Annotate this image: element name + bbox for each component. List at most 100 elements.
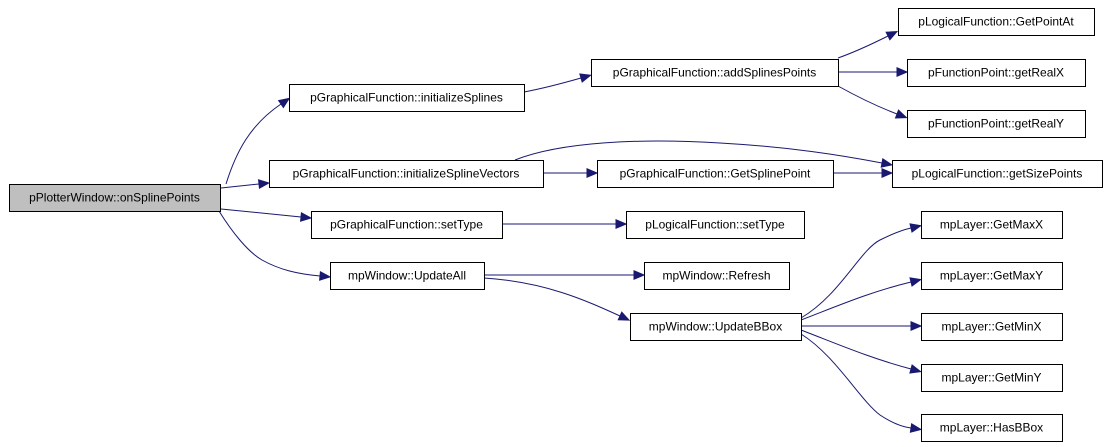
node-getMaxY[interactable]: mpLayer::GetMaxY [921,262,1063,290]
edge-onSplinePoints-to-updateAll [218,210,332,281]
node-box [907,110,1086,138]
edge-line [800,333,912,429]
edge-getSplinePoint-to-getSizePoints [833,168,894,178]
node-hasBBox[interactable]: mpLayer::HasBBox [921,414,1063,442]
node-box [311,211,503,239]
arrowhead-icon [909,277,922,287]
edge-addSplinesPoints-to-getRealY [837,85,908,119]
arrowhead-icon [885,30,899,41]
node-getRealY[interactable]: pFunctionPoint::getRealY [907,110,1086,138]
edge-onSplinePoints-to-initializeSplines [225,97,291,185]
node-box [644,262,790,290]
arrowhead-icon [617,311,631,321]
arrowhead-icon [909,423,923,433]
edge-line [837,85,898,115]
node-setTypeG[interactable]: pGraphicalFunction::setType [311,211,503,239]
node-box [626,211,805,239]
node-box [921,414,1063,442]
edge-line [218,210,321,277]
node-box [9,184,221,212]
arrowhead-icon [894,109,908,119]
edge-line [483,277,621,317]
node-getSizePoints[interactable]: pLogicalFunction::getSizePoints [892,160,1103,188]
node-label: pPlotterWindow::onSplinePoints [29,191,200,205]
node-label: pGraphicalFunction::addSplinesPoints [613,66,816,80]
node-label: mpLayer::GetMinY [941,371,1041,385]
node-box [591,59,839,87]
arrowhead-icon [910,321,923,331]
node-box [289,84,525,112]
node-box [269,160,544,188]
edge-updateBBox-to-getMinX [801,321,923,331]
node-box [921,262,1063,290]
node-getRealX[interactable]: pFunctionPoint::getRealX [907,59,1086,87]
arrowhead-icon [579,73,592,83]
arrowhead-icon [300,212,313,222]
node-label: pFunctionPoint::getRealY [928,117,1064,131]
arrowhead-icon [277,97,291,109]
node-label: mpLayer::GetMaxX [940,218,1043,232]
edge-line [800,227,912,319]
edge-updateAll-to-refresh [484,270,646,280]
node-label: pGraphicalFunction::GetSplinePoint [620,167,811,181]
edge-line [514,140,883,164]
node-label: mpLayer::GetMinX [941,320,1041,334]
edge-onSplinePoints-to-initializeSplineVectors [220,179,271,189]
node-initializeSplineVectors[interactable]: pGraphicalFunction::initializeSplineVect… [269,160,544,188]
arrowhead-icon [319,271,332,281]
edge-line [800,281,912,321]
node-getPointAt[interactable]: pLogicalFunction::GetPointAt [898,8,1095,36]
edges-layer [218,30,923,433]
nodes-layer: pPlotterWindow::onSplinePointspGraphical… [9,8,1103,442]
edge-line [220,208,302,218]
node-initializeSplines[interactable]: pGraphicalFunction::initializeSplines [289,84,525,112]
node-box [921,364,1063,392]
node-box [921,313,1063,341]
arrowhead-icon [909,364,922,374]
edge-initializeSplines-to-addSplinesPoints [523,73,592,93]
node-box [330,262,485,290]
edge-updateBBox-to-getMinY [800,329,922,374]
arrowhead-icon [896,67,909,77]
node-label: pFunctionPoint::getRealX [928,66,1064,80]
edge-line [837,35,889,59]
edge-line [523,77,582,93]
edge-updateBBox-to-hasBBox [800,333,923,433]
node-label: pGraphicalFunction::initializeSplines [310,91,503,105]
node-updateAll[interactable]: mpWindow::UpdateAll [330,262,485,290]
arrowhead-icon [586,168,599,178]
edge-initializeSplineVectors-to-getSizePoints [514,140,894,168]
node-label: pGraphicalFunction::initializeSplineVect… [293,167,520,181]
node-getMaxX[interactable]: mpLayer::GetMaxX [921,211,1063,239]
edge-updateBBox-to-getMaxX [800,223,922,319]
node-label: mpWindow::UpdateBBox [649,320,782,334]
edge-line [225,103,282,185]
arrowhead-icon [257,179,271,189]
node-label: pLogicalFunction::GetPointAt [918,15,1074,29]
node-addSplinesPoints[interactable]: pGraphicalFunction::addSplinesPoints [591,59,839,87]
node-setTypeL[interactable]: pLogicalFunction::setType [626,211,805,239]
node-label: pLogicalFunction::setType [645,218,785,232]
arrowhead-icon [633,270,646,280]
edge-initializeSplineVectors-to-getSplinePoint [543,168,599,178]
node-label: mpWindow::UpdateAll [348,269,466,283]
edge-updateBBox-to-getMaxY [800,277,922,321]
edge-line [800,329,912,370]
node-label: mpLayer::GetMaxY [940,269,1043,283]
arrowhead-icon [615,219,628,229]
edge-setTypeG-to-setTypeL [502,219,628,229]
arrowhead-icon [881,168,894,178]
node-box [898,8,1095,36]
node-refresh[interactable]: mpWindow::Refresh [644,262,790,290]
node-label: mpLayer::HasBBox [940,421,1043,435]
node-updateBBox[interactable]: mpWindow::UpdateBBox [630,313,802,341]
node-getMinX[interactable]: mpLayer::GetMinX [921,313,1063,341]
node-label: mpWindow::Refresh [662,269,770,283]
node-label: pGraphicalFunction::setType [330,218,483,232]
node-onSplinePoints[interactable]: pPlotterWindow::onSplinePoints [9,184,221,212]
node-getSplinePoint[interactable]: pGraphicalFunction::GetSplinePoint [597,160,834,188]
node-getMinY[interactable]: mpLayer::GetMinY [921,364,1063,392]
node-box [907,59,1086,87]
node-box [892,160,1103,188]
